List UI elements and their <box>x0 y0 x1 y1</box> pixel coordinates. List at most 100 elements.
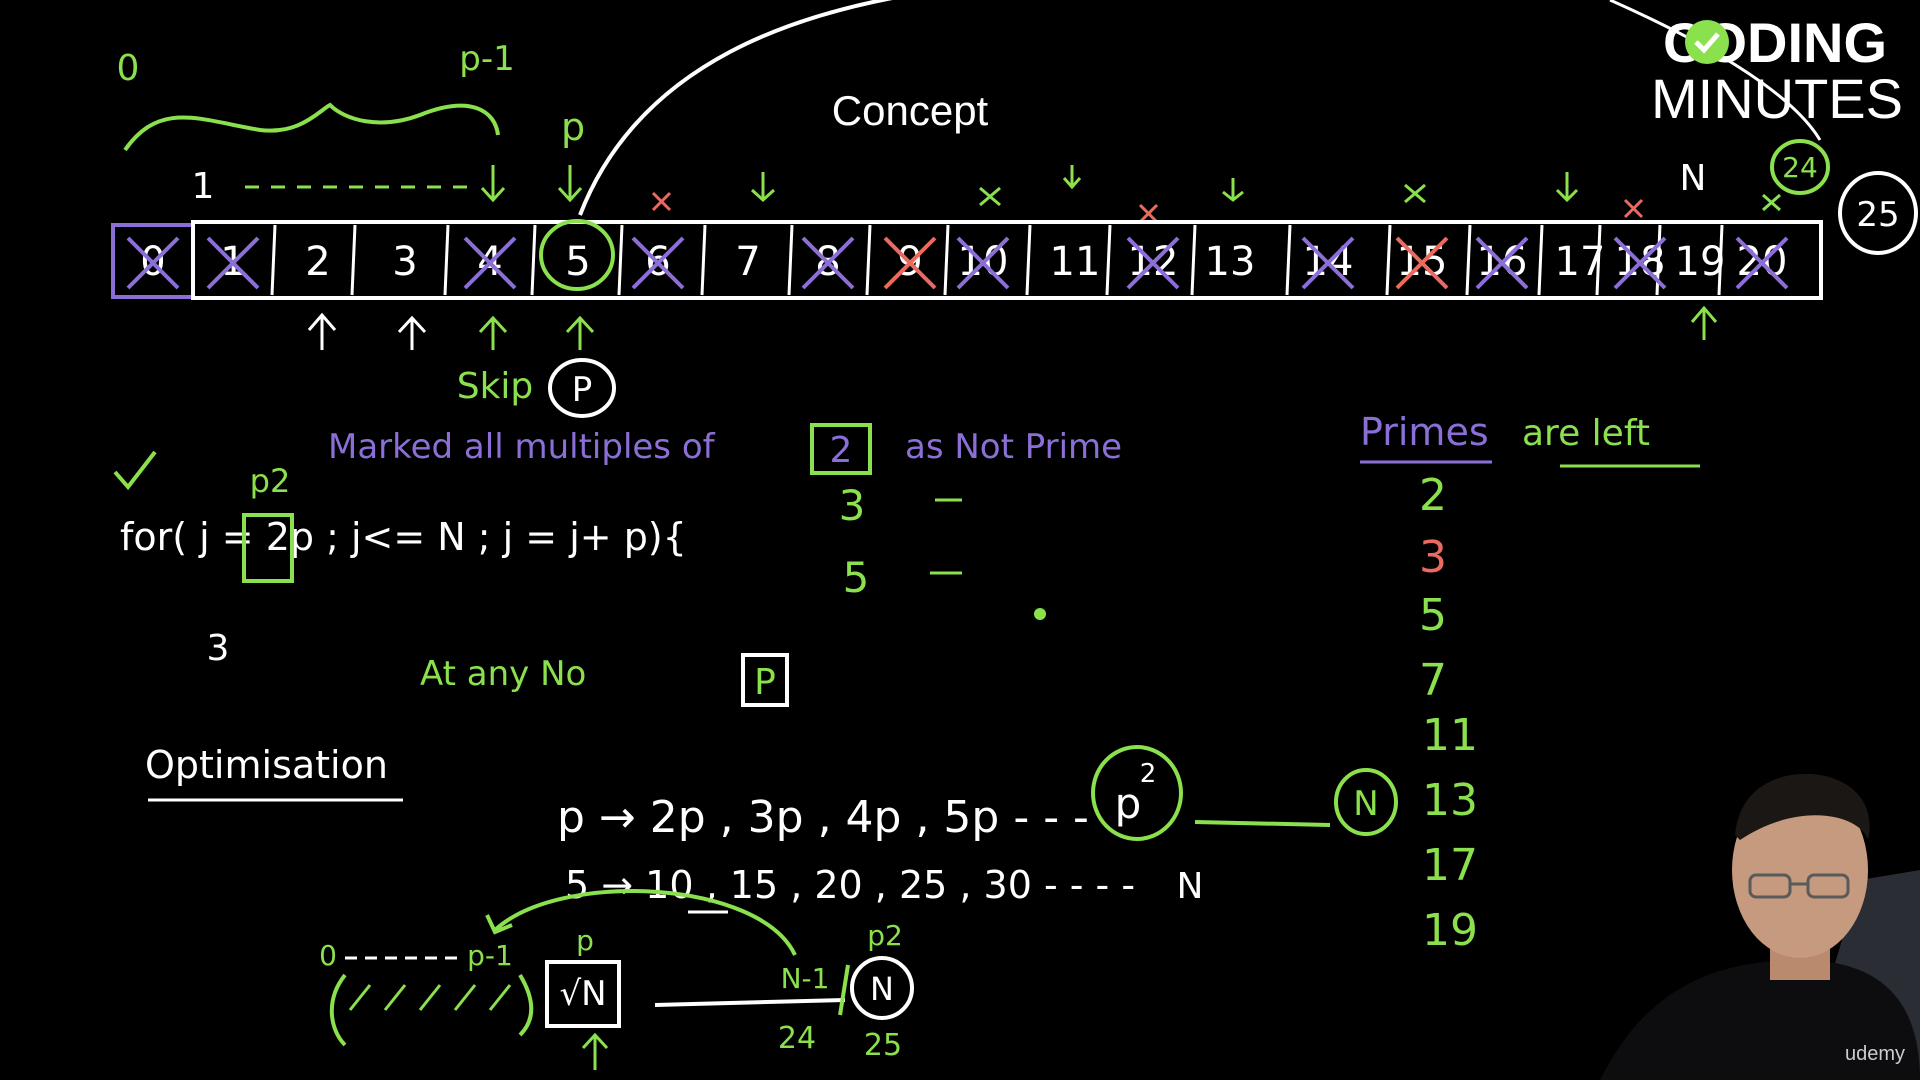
sqrt-n-label: √N <box>559 974 606 1014</box>
circle-24 <box>1770 139 1830 195</box>
array-cell-11: 11 <box>1050 239 1101 285</box>
circle-24-label: 24 <box>1782 151 1818 184</box>
array-divider <box>1285 224 1292 296</box>
range-n-label: N <box>870 970 894 1008</box>
label-one: 1 <box>192 166 215 207</box>
marked-box-label: 2 <box>830 430 853 471</box>
label-p: p <box>561 105 585 149</box>
array-divider <box>787 224 794 296</box>
array-divider <box>350 224 357 296</box>
cross-mark-0 <box>126 236 180 290</box>
cross-mark-1 <box>206 236 260 290</box>
at-any-label: At any No <box>420 654 586 694</box>
label-p-minus-1: p-1 <box>459 39 514 79</box>
prime-item: 3 <box>1419 532 1447 583</box>
up-arrows-green <box>478 305 1718 350</box>
array-divider <box>1465 224 1472 296</box>
presenter-hair <box>1735 773 1870 840</box>
skip-circle-label: P <box>572 370 593 410</box>
array-cell-19: 19 <box>1675 239 1726 285</box>
array-divider <box>443 224 450 296</box>
range-zero: 0 <box>319 939 337 972</box>
array-cell-3: 3 <box>392 239 417 285</box>
at-any-box <box>741 653 789 707</box>
cross-mark-9 <box>883 236 937 290</box>
udemy-watermark: udemy <box>1845 1043 1905 1065</box>
marked-row-5: 5 <box>843 553 870 602</box>
code-box <box>242 513 294 583</box>
label-n: N <box>1680 158 1707 199</box>
array-divider <box>1717 224 1724 296</box>
prime-item: 17 <box>1422 840 1478 891</box>
prime-item: 2 <box>1419 470 1447 521</box>
coding-minutes-logo: CODING MINUTES <box>1651 11 1903 130</box>
cross-mark-16 <box>1475 236 1529 290</box>
marked-note-prefix: Marked all multiples of <box>328 427 716 467</box>
cross-mark-10 <box>956 236 1010 290</box>
down-arrows <box>480 165 1579 203</box>
prime-item: 19 <box>1422 905 1478 956</box>
opt-n: N <box>1177 866 1204 907</box>
circle-25-label: 25 <box>1856 195 1899 235</box>
n-circle <box>1334 768 1398 836</box>
array-divider <box>1105 224 1112 296</box>
range-arc <box>493 889 797 956</box>
prime-item: 13 <box>1422 775 1478 826</box>
array-cell-5: 5 <box>565 239 590 285</box>
cross-mark-15 <box>1395 236 1449 290</box>
page-title: Concept <box>832 87 989 134</box>
marked-note-suffix: as Not Prime <box>905 427 1122 467</box>
up-arrows-white <box>307 312 427 350</box>
cross-mark-18 <box>1613 236 1667 290</box>
presenter-video <box>1600 773 1920 1080</box>
cross-mark-8 <box>801 236 855 290</box>
p-squared-base: p <box>1115 779 1142 828</box>
marked-box <box>810 423 872 475</box>
array-cell-2: 2 <box>305 239 330 285</box>
check-icon <box>1685 20 1729 64</box>
array-cell-7: 7 <box>735 239 760 285</box>
array-divider <box>700 224 707 296</box>
range-n-circle <box>850 956 914 1020</box>
logo-curve <box>1609 0 1822 141</box>
prime-item: 5 <box>1419 590 1447 641</box>
skip-label: Skip <box>457 366 534 407</box>
skip-circle <box>548 358 616 418</box>
primes-heading-2: are left <box>1522 413 1650 454</box>
array-divider <box>530 224 537 296</box>
check-mark-icon <box>113 450 157 491</box>
above-x-marks <box>651 183 1781 224</box>
range-25: 25 <box>864 1028 902 1063</box>
opt-line2: 5 → 10 , 15 , 20 , 25 , 30 - - - - <box>565 863 1135 907</box>
array-divider <box>865 224 872 296</box>
circle-25 <box>1838 171 1918 255</box>
code-line: for( j = 2p ; j<= N ; j = j+ p){ <box>120 515 687 559</box>
concept-curve <box>578 0 893 216</box>
array-divider <box>1025 224 1032 296</box>
at-any-box-label: P <box>754 662 776 703</box>
logo-line2: MINUTES <box>1651 67 1903 130</box>
p-squared-circle <box>1091 745 1183 841</box>
primes-heading-1: Primes <box>1360 410 1489 454</box>
array-divider <box>1595 224 1602 296</box>
p-squared-exp: 2 <box>1140 759 1157 789</box>
cross-mark-6 <box>631 236 685 290</box>
array-cell-17: 17 <box>1555 239 1606 285</box>
n-circle-label: N <box>1353 784 1378 824</box>
optimisation-title: Optimisation <box>145 743 388 787</box>
array-divider <box>1190 224 1197 296</box>
array-divider <box>1655 224 1662 296</box>
marked-row-3: 3 <box>839 481 866 530</box>
circle-5 <box>539 219 615 291</box>
range-p2: p2 <box>867 919 903 952</box>
opt-line1: p → 2p , 3p , 4p , 5p - - - <box>557 792 1089 843</box>
array-divider <box>1385 224 1392 296</box>
array-divider <box>617 224 624 296</box>
range-p: p <box>576 924 594 957</box>
array-divider <box>1537 224 1544 296</box>
prime-item: 7 <box>1419 655 1447 706</box>
dot <box>1034 608 1046 620</box>
